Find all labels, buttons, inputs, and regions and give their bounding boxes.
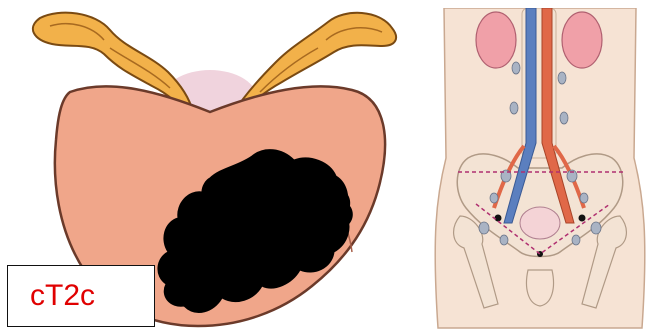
stage-label-text: cT2c xyxy=(30,279,95,312)
bladder xyxy=(520,207,560,239)
pelvic-lymph-node-template-illustration xyxy=(424,8,656,329)
left-kidney xyxy=(476,12,516,68)
right-kidney xyxy=(562,12,602,68)
stage-label-box: cT2c xyxy=(7,265,155,327)
external-genitalia xyxy=(527,270,554,306)
